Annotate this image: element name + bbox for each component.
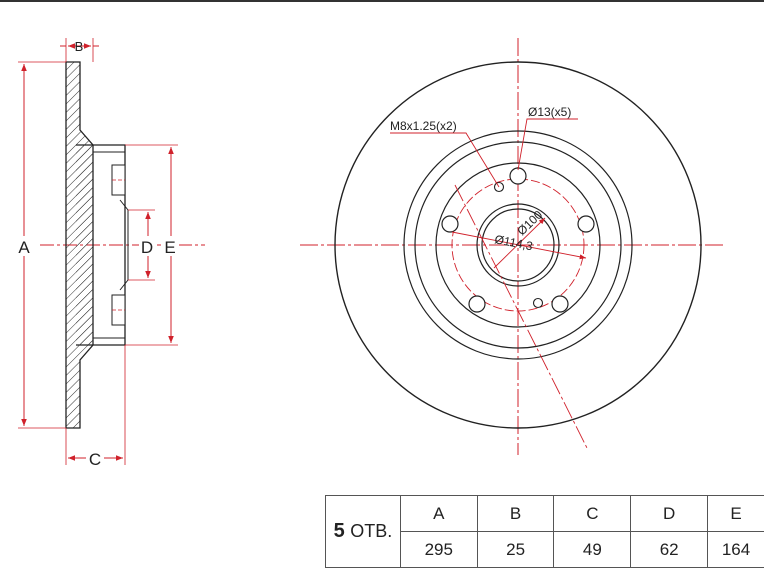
hub-face-edge — [435, 162, 601, 328]
holes-count: 5 — [333, 520, 345, 542]
hat-outer-edge — [414, 141, 622, 349]
header-c: C — [553, 495, 632, 532]
value-b: 25 — [476, 531, 555, 568]
center-bore-inner — [481, 208, 555, 282]
pcd-diagonal-line — [454, 184, 589, 451]
center-bore-outer — [476, 203, 560, 287]
bolt-hole — [441, 215, 459, 233]
dim-c-label: C — [89, 450, 101, 469]
dim-e-label: E — [164, 238, 175, 257]
header-d: D — [630, 495, 709, 532]
spec-table: 5 ОТВ. A B C D E 295 25 49 62 164 — [325, 495, 764, 568]
value-a: 295 — [399, 531, 478, 568]
value-d: 62 — [630, 531, 709, 568]
bolt-hole-note: Ø13(x5) — [528, 105, 571, 119]
header-b: B — [476, 495, 555, 532]
section-view: A B C D E — [15, 38, 205, 469]
bolt-hole — [577, 215, 595, 233]
holes-unit: ОТВ. — [350, 521, 393, 541]
value-c: 49 — [553, 531, 632, 568]
friction-inner-edge — [403, 130, 633, 360]
spec-table-value-row: 295 25 49 62 164 — [326, 531, 764, 568]
pcd-note: Ø114,3 — [493, 232, 534, 253]
bolt-hole — [468, 295, 486, 313]
thread-note: M8x1.25(x2) — [390, 119, 457, 133]
holes-cell: 5 ОТВ. — [325, 495, 401, 568]
thread-note-leader — [390, 132, 500, 188]
header-a: A — [399, 495, 478, 532]
rotor-outer-edge — [334, 61, 702, 429]
bolt-hole — [551, 295, 569, 313]
hub-wall-hatched — [76, 145, 93, 345]
dim-a-label: A — [18, 238, 30, 257]
center-bore-note: Ø100 — [514, 207, 545, 238]
header-e: E — [707, 495, 764, 532]
front-view: M8x1.25(x2) Ø13(x5) Ø114,3 Ø100 — [300, 38, 725, 455]
dim-d-label: D — [141, 238, 153, 257]
dim-b-label: B — [75, 39, 84, 54]
spec-table-header-row: 5 ОТВ. A B C D E — [325, 495, 764, 568]
threaded-hole — [532, 297, 544, 309]
bolt-hole-note-leader — [517, 118, 578, 171]
bolt-hole — [509, 167, 527, 185]
hub-section — [76, 144, 126, 346]
value-e: 164 — [707, 531, 764, 568]
